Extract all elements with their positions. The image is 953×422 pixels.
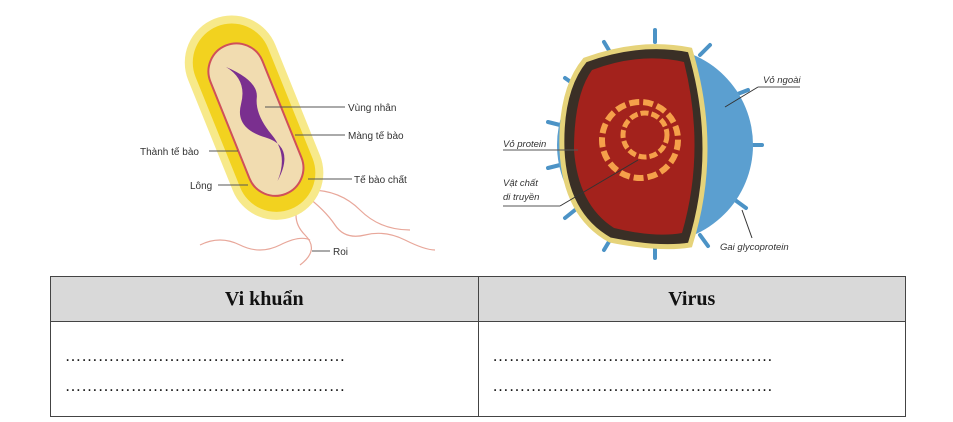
bacteria-answer-cell[interactable]: …………………………………………… …………………………………………… <box>50 321 479 417</box>
label-glycoprotein-spike: Gai glycoprotein <box>720 242 789 253</box>
answer-line: …………………………………………… <box>65 348 346 365</box>
header-bacteria: Vi khuẩn <box>50 276 479 322</box>
virus-illustration: Vỏ ngoài Vỏ protein Vật chất di truyền G… <box>503 28 801 260</box>
answer-line: …………………………………………… <box>492 348 773 365</box>
virus-answer-cell[interactable]: …………………………………………… …………………………………………… <box>477 321 906 417</box>
header-virus: Virus <box>477 276 906 322</box>
label-cytoplasm: Tế bào chất <box>354 174 407 186</box>
label-envelope: Vỏ ngoài <box>763 75 801 86</box>
label-flagellum: Roi <box>333 247 348 258</box>
label-nucleoid: Vùng nhân <box>348 103 396 114</box>
comparison-table: Vi khuẩn Virus …………………………………………… …………………… <box>50 276 906 417</box>
table-header-row: Vi khuẩn Virus <box>50 276 906 322</box>
answer-line: …………………………………………… <box>492 378 773 395</box>
answer-line: …………………………………………… <box>65 378 346 395</box>
label-pili: Lông <box>190 181 212 192</box>
nucleoid <box>226 66 285 182</box>
label-cell-membrane: Màng tế bào <box>348 130 404 142</box>
bacterium-illustration: Vùng nhân Màng tế bào Thành tế bào Lông … <box>140 15 436 266</box>
illustrations: Vùng nhân Màng tế bào Thành tế bào Lông … <box>140 15 801 266</box>
label-capsid: Vỏ protein <box>503 139 546 150</box>
table-row: …………………………………………… …………………………………………… …………… <box>50 321 906 417</box>
label-cell-wall: Thành tế bào <box>140 146 199 158</box>
genetic-material <box>599 99 681 181</box>
label-genetic-material-2: di truyền <box>503 192 539 203</box>
label-genetic-material-1: Vật chất <box>503 178 538 189</box>
